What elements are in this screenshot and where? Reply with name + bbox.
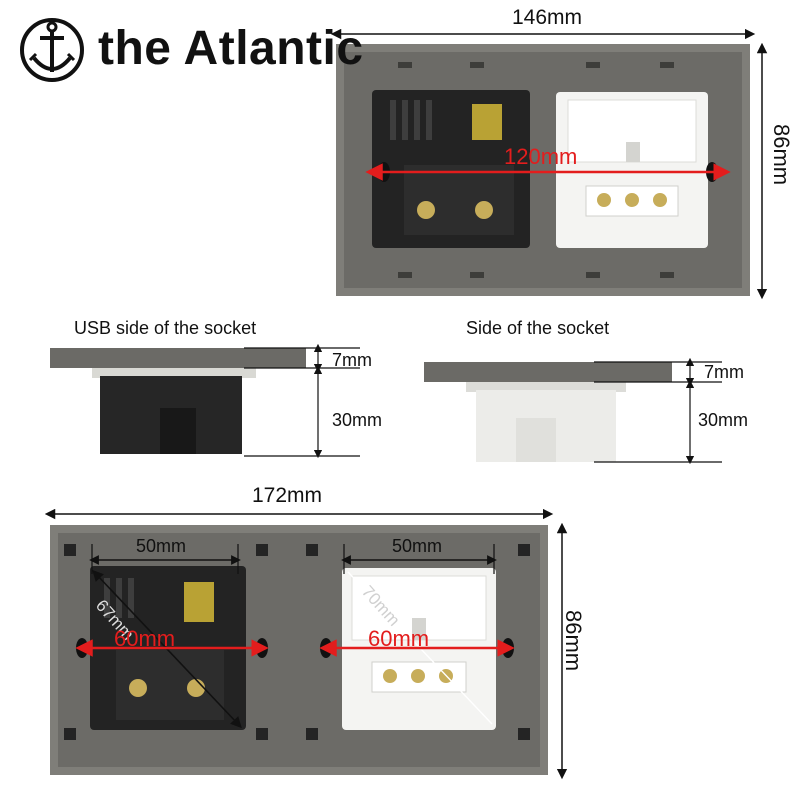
top-height-label: 86mm [769, 124, 794, 186]
usb-side-view [50, 343, 360, 459]
usb-side-plate-label: 7mm [332, 350, 372, 370]
top-panel [336, 44, 750, 296]
bottom-width-label: 172mm [252, 484, 323, 507]
top-hole-spacing-label: 120mm [504, 144, 578, 169]
usb-side-depth-label: 30mm [332, 410, 383, 430]
left-module-hole-spacing-label: 60mm [114, 626, 176, 651]
anchor-icon [20, 18, 84, 82]
usb-side-caption: USB side of the socket [74, 318, 257, 338]
socket-side-depth-label: 30mm [698, 410, 749, 430]
brand-logo: the Atlantic [18, 8, 364, 88]
socket-side-view [424, 357, 722, 465]
brand-name: the Atlantic [98, 21, 364, 75]
left-module-width-label: 50mm [136, 536, 187, 556]
socket-side-plate-label: 7mm [704, 362, 744, 382]
socket-side-caption: Side of the socket [466, 318, 610, 338]
top-width-label: 146mm [512, 6, 583, 29]
right-module-width-label: 50mm [392, 536, 443, 556]
right-module-hole-spacing-label: 60mm [368, 626, 430, 651]
bottom-height-label: 86mm [561, 610, 586, 672]
